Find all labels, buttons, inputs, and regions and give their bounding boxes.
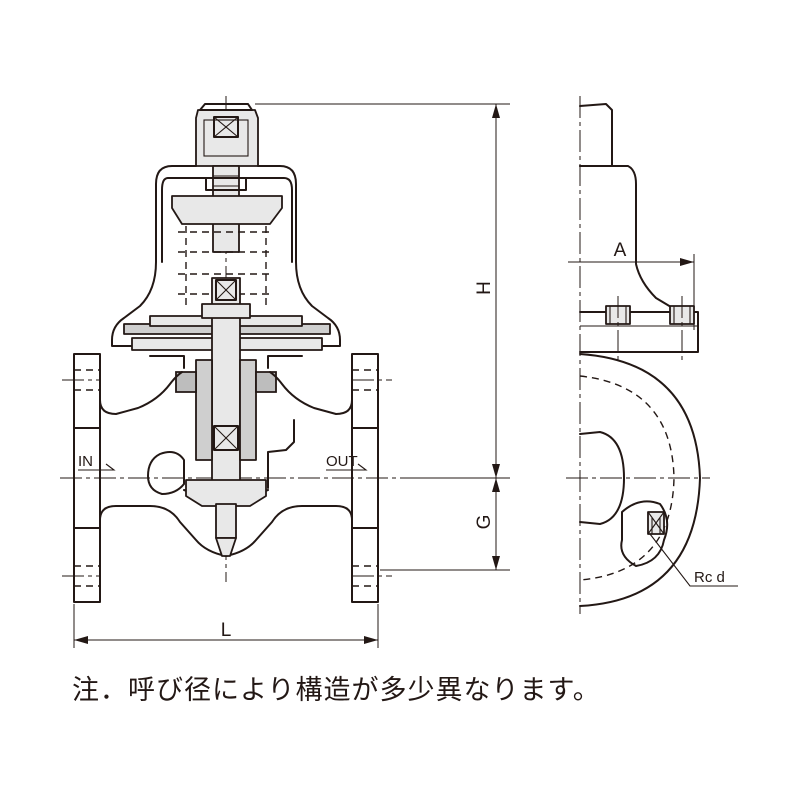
footnote: 注．呼び径により構造が多少異なります。 <box>72 675 601 706</box>
side-cap <box>579 103 613 167</box>
dimension-lines: H G L A <box>73 103 695 648</box>
spring-seat-upper <box>171 195 283 225</box>
outlet-flange <box>351 353 392 603</box>
outlet-label: OUT <box>326 453 358 470</box>
side-flange-outline <box>579 353 701 607</box>
front-section-view: IN OUT <box>60 96 400 603</box>
side-bonnet <box>579 165 677 311</box>
inlet-flange <box>62 353 101 603</box>
side-view: Rc d <box>566 96 738 614</box>
inlet-label: IN <box>78 453 93 470</box>
dimension-h-label: H <box>474 281 495 295</box>
dimension-l-label: L <box>221 620 232 641</box>
dimension-g-label: G <box>474 515 495 530</box>
dimension-a-label: A <box>614 240 627 261</box>
valve-body <box>99 357 353 415</box>
thread-label: Rc d <box>694 569 725 586</box>
valve-disc <box>185 479 267 507</box>
